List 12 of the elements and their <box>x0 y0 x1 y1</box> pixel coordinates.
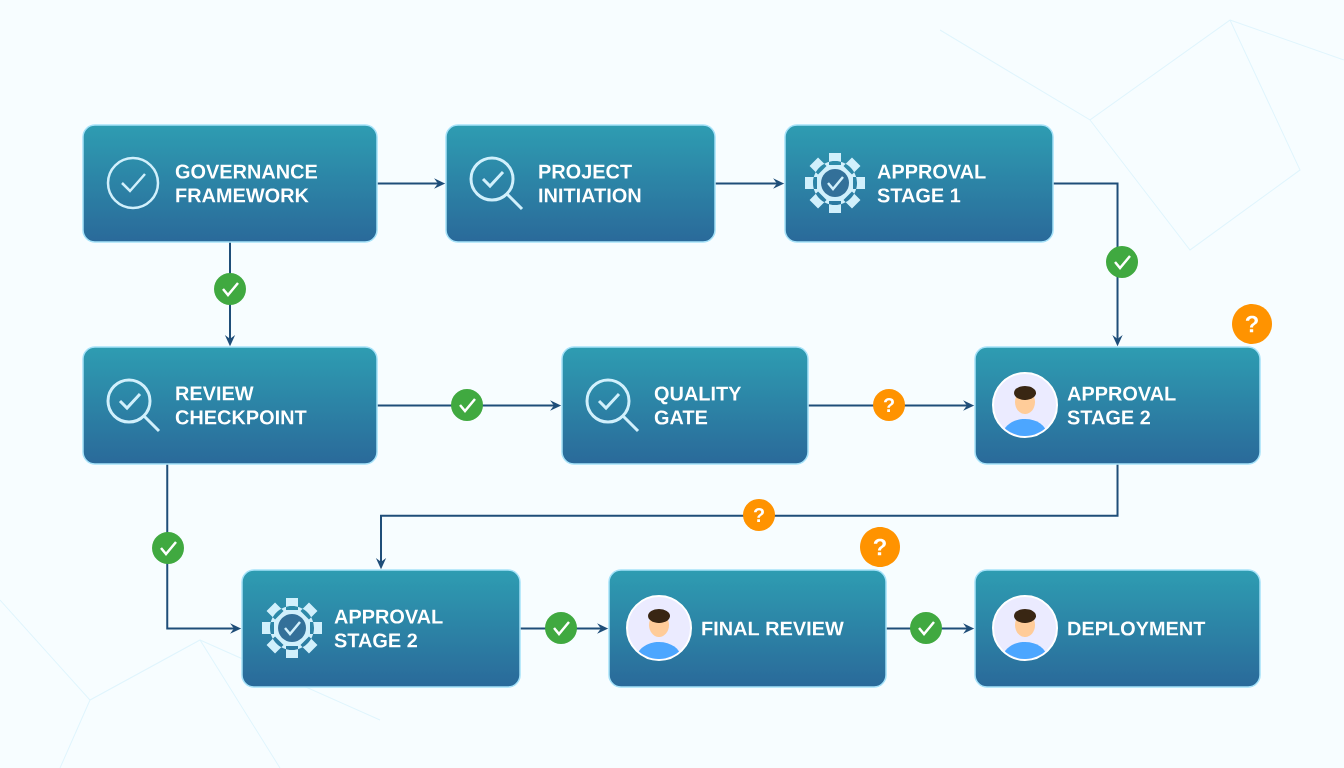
process-box: APPROVAL STAGE 1 <box>784 124 1054 243</box>
question-badge: ? <box>860 527 900 567</box>
process-box: APPROVAL STAGE 2 <box>974 346 1261 465</box>
process-box: APPROVAL STAGE 2 <box>241 569 521 688</box>
process-box: QUALITY GATE <box>561 346 809 465</box>
edge-label: ? <box>873 389 905 421</box>
edge-label: ? <box>743 499 775 531</box>
process-box: PROJECT INITIATION <box>445 124 716 243</box>
process-box: DEPLOYMENT <box>974 569 1261 688</box>
question-badge: ? <box>1232 304 1272 344</box>
process-box: GOVERNANCE FRAMEWORK <box>82 124 378 243</box>
process-box: REVIEW CHECKPOINT <box>82 346 378 465</box>
